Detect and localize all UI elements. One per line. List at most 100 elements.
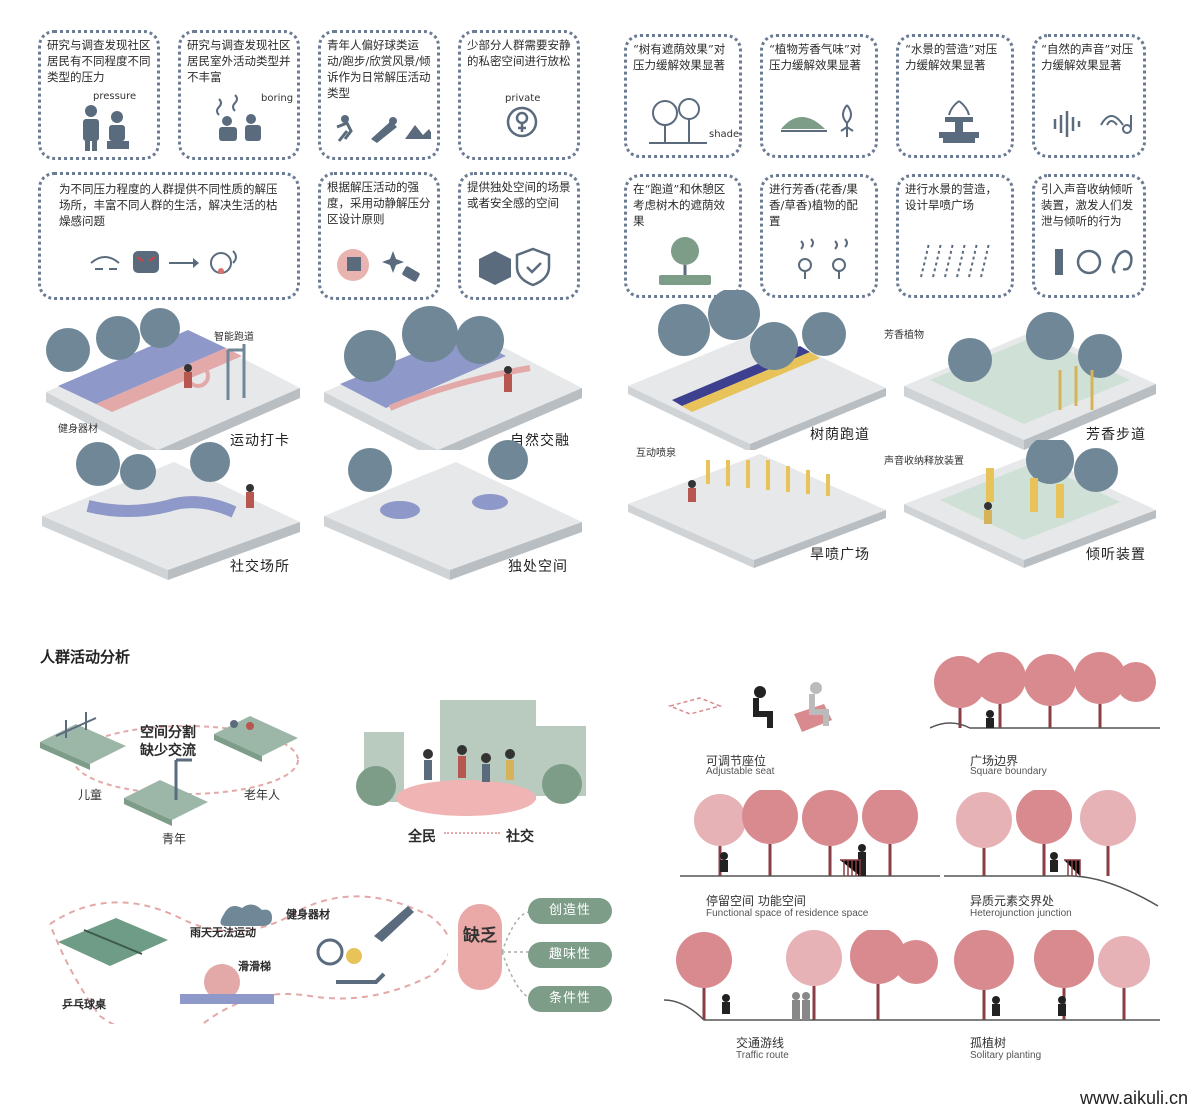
section-adjustable-seat — [667, 682, 832, 732]
card-text: 在“跑道”和休憩区考虑树木的遮荫效果 — [633, 182, 726, 228]
scene-listen — [904, 440, 1156, 568]
social-right: 社交 — [506, 829, 534, 845]
rain-label: 雨天无法运动 — [190, 926, 256, 939]
section-en-4: Traffic route — [736, 1050, 789, 1061]
section-cn-1: 广场边界 — [970, 754, 1019, 768]
equipment-label: 健身器材 — [286, 908, 330, 921]
card-zoning: 根据解压活动的强度，采用动静解压分区设计原则 — [318, 172, 440, 300]
scene-sport — [46, 308, 300, 450]
section-cn-2: 停留空间 功能空间 — [706, 894, 806, 908]
ear-icon — [1055, 249, 1133, 275]
division-line1: 空间分割 — [140, 725, 196, 741]
pingpong-label: 乒乓球桌 — [62, 998, 106, 1011]
card-text: 根据解压活动的强度，采用动静解压分区设计原则 — [327, 180, 431, 226]
flower-bed-icon — [798, 238, 848, 279]
card-fragrant-plants: 进行芳香(花香/果香/草香)植物的配置 — [760, 174, 878, 298]
lack-item-fun: 趣味性 — [528, 942, 612, 968]
card-text: 少部分人群需要安静的私密空间进行放松 — [467, 38, 571, 68]
section-solitary-tree — [944, 930, 1160, 1021]
card-text: “自然的声音”对压力缓解效果显著 — [1041, 42, 1134, 72]
card-alone-space: 提供独处空间的场景或者安全感的空间 — [458, 172, 580, 300]
crowd-platforms — [40, 712, 299, 826]
card-text: 进行水景的营造，设计旱喷广场 — [905, 182, 997, 212]
tree-icon — [649, 98, 707, 144]
flower-icon — [781, 104, 854, 137]
shield-icon — [479, 247, 551, 287]
card-text: “植物芳香气味”对压力缓解效果显著 — [769, 42, 862, 72]
section-en-3: Heterojunction junction — [970, 908, 1072, 919]
scene-caption-alone: 独处空间 — [508, 559, 568, 575]
card-text: 研究与调查发现社区居民室外活动类型并不丰富 — [187, 38, 291, 84]
card-text: “树有遮荫效果”对压力缓解效果显著 — [633, 42, 726, 72]
section-en-5: Solitary planting — [970, 1050, 1042, 1061]
card-tag: pressure — [93, 91, 137, 102]
stressed-people-icon — [83, 105, 129, 151]
card-text: 为不同压力程度的人群提供不同性质的解压场所，丰富不同人群的生活，解决生活的枯燥感… — [59, 182, 278, 228]
card-sound: “自然的声音”对压力缓解效果显著 — [1032, 34, 1146, 158]
card-listening: 引入声音收纳倾听装置，激发人们发泄与倾听的行为 — [1032, 174, 1146, 298]
scene-fragrant — [904, 312, 1156, 450]
section-cn-5: 孤植树 — [970, 1036, 1007, 1050]
scene-nature — [324, 306, 582, 450]
section-heterojunction — [944, 790, 1159, 907]
section-square-boundary — [930, 652, 1160, 729]
section-cn-4: 交通游线 — [736, 1036, 785, 1050]
group-youth: 青年 — [162, 832, 187, 846]
social-scene — [356, 700, 586, 816]
card-private: 少部分人群需要安静的私密空间进行放松 private — [458, 30, 580, 160]
listen-label: 声音收纳释放装置 — [884, 456, 964, 467]
card-diverse-places: 为不同压力程度的人群提供不同性质的解压场所，丰富不同人群的生活，解决生活的枯燥感… — [38, 172, 300, 300]
analysis-title: 人群活动分析 — [40, 648, 131, 666]
lack-connector — [501, 911, 531, 999]
lack-badge: 缺乏 — [458, 904, 502, 990]
lack-item-conditions: 条件性 — [528, 986, 612, 1012]
scene-caption-shade-run: 树荫跑道 — [810, 427, 870, 443]
facility-map — [49, 895, 448, 1024]
sport-label-equipment: 健身器材 — [58, 424, 98, 435]
section-en-1: Square boundary — [970, 766, 1047, 777]
card-tag: private — [505, 93, 541, 104]
mood-change-icon — [90, 250, 237, 274]
lack-item-creativity: 创造性 — [528, 898, 612, 924]
section-functional-space — [680, 790, 940, 877]
section-cn-3: 异质元素交界处 — [970, 894, 1055, 908]
card-pressure: 研究与调查发现社区居民有不同程度不同类型的压力 pressure — [38, 30, 160, 160]
tree-grove-icon — [659, 237, 711, 285]
card-text: 引入声音收纳倾听装置，激发人们发泄与倾听的行为 — [1041, 182, 1133, 228]
lock-icon — [506, 106, 538, 138]
sports-icon — [336, 115, 431, 143]
card-youth-activities: 青年人偏好球类运动/跑步/欣赏风景/倾诉作为日常解压活动类型 — [318, 30, 440, 160]
division-line2: 缺少交流 — [140, 743, 196, 759]
card-dry-fountain: 进行水景的营造，设计旱喷广场 — [896, 174, 1014, 298]
social-left: 全民 — [408, 829, 436, 845]
card-tag: shade — [709, 129, 740, 140]
scene-caption-sport: 运动打卡 — [230, 433, 290, 449]
card-text: 提供独处空间的场景或者安全感的空间 — [467, 180, 571, 210]
section-en-0: Adjustable seat — [706, 766, 775, 777]
section-en-2: Functional space of residence space — [706, 908, 869, 919]
card-text: “水景的营造”对压力缓解效果显著 — [905, 42, 998, 72]
section-cn-0: 可调节座位 — [706, 754, 767, 768]
card-shade-run: 在“跑道”和休憩区考虑树木的遮荫效果 — [624, 174, 742, 298]
water-jets-icon — [920, 242, 990, 278]
scene-caption-nature: 自然交融 — [510, 433, 570, 449]
scene-caption-fragrant: 芳香步道 — [1086, 427, 1146, 443]
scene-caption-listen: 倾听装置 — [1086, 547, 1146, 563]
section-traffic-route — [664, 930, 944, 1021]
watermark: www.aikuli.cn — [1079, 1088, 1188, 1108]
sound-wave-icon — [1053, 111, 1132, 137]
card-text: 青年人偏好球类运动/跑步/欣赏风景/倾诉作为日常解压活动类型 — [327, 38, 431, 100]
card-waterscape: “水景的营造”对压力缓解效果显著 — [896, 34, 1014, 158]
bored-people-icon — [216, 94, 261, 141]
card-tag: boring — [261, 93, 294, 104]
sport-label-track: 智能跑道 — [214, 332, 254, 343]
zoning-icon — [337, 249, 420, 282]
scene-alone — [324, 440, 582, 580]
fountain-icon — [939, 100, 979, 143]
scene-fountain — [628, 454, 886, 568]
scene-social — [42, 442, 300, 580]
slide-label: 滑滑梯 — [238, 960, 271, 973]
scene-caption-fountain: 旱喷广场 — [810, 547, 870, 563]
group-children: 儿童 — [78, 788, 103, 802]
scene-shade-run — [628, 290, 886, 450]
